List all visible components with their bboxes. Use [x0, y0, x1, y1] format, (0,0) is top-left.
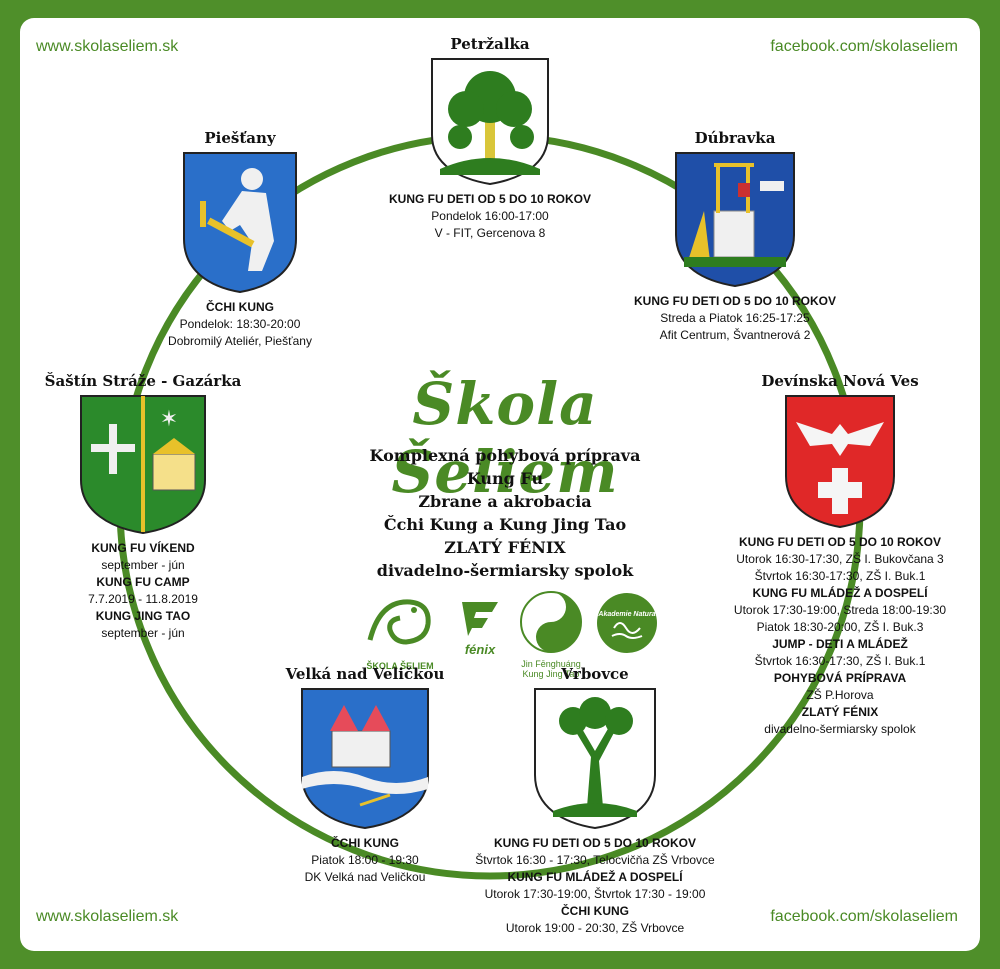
- website-link-top[interactable]: www.skolaseliem.sk: [36, 38, 179, 55]
- schedule-line: JUMP - DETI A MLÁDEŽ: [772, 637, 908, 651]
- schedule-line: Dobromilý Ateliér, Piešťany: [168, 334, 312, 348]
- sastin-coat-of-arms: ✶: [80, 395, 206, 534]
- schedule-line: Piatok 18:30-20:00, ZŠ I. Buk.3: [756, 620, 924, 634]
- facebook-link-top[interactable]: facebook.com/skolaseliem: [770, 38, 958, 55]
- schedule-line: ČCHI KUNG: [206, 300, 274, 314]
- schedule-line: Štvrtok 16:30 - 17:30, Telocvičňa ZŠ Vrb…: [475, 853, 715, 867]
- city-title: Devínska Nová Ves: [761, 372, 919, 390]
- schedule-line: V - FIT, Gercenova 8: [434, 226, 546, 240]
- tagline-line: Kung Fu: [466, 469, 544, 488]
- city-title: Petržalka: [450, 35, 530, 53]
- skola-seliem-logo: ŠKOLA ŠELIEM: [355, 590, 445, 671]
- schedule-line: september - jún: [101, 558, 185, 572]
- website-link-bottom[interactable]: www.skolaseliem.sk: [36, 908, 179, 925]
- fenix-icon: [462, 602, 498, 636]
- akademie-natura-logo: Akademie Natura: [593, 592, 661, 659]
- city-petrzalka: Petržalka KUNG FU DETI OD 5 DO 10 ROKOV …: [365, 36, 615, 242]
- svg-text:✶: ✶: [160, 406, 178, 431]
- schedule-line: ČCHI KUNG: [331, 836, 399, 850]
- schedule-line: Piatok 18:00 - 19:30: [311, 853, 419, 867]
- schedule-line: Utorok 17:30-19:00, Štvrtok 17:30 - 19:0…: [484, 887, 706, 901]
- velka-coat-of-arms: [301, 688, 429, 829]
- schedule-line: Utorok 16:30-17:30, ZŠ I. Bukovčana 3: [736, 552, 944, 566]
- logo-label: ŠKOLA ŠELIEM: [366, 661, 434, 671]
- fenix-logo: fénix: [450, 596, 510, 657]
- tagline-line: divadelno-šermiarsky spolok: [376, 561, 634, 580]
- logo-label: Jin Fēnghuáng: [521, 659, 581, 669]
- schedule-line: divadelno-šermiarsky spolok: [764, 722, 916, 736]
- city-vrbovce: Vrbovce KUNG FU DETI OD 5 DO 10 ROKOV Št…: [450, 666, 740, 937]
- schedule-line: ČCHI KUNG: [561, 904, 629, 918]
- logo-label: Akademie Natura: [598, 611, 656, 618]
- schedule-line: Afit Centrum, Švantnerová 2: [659, 328, 811, 342]
- akademie-natura-icon: [597, 593, 657, 653]
- city-title: Piešťany: [204, 129, 276, 147]
- tagline-line: ZLATÝ FÉNIX: [444, 538, 566, 557]
- city-devinska: Devínska Nová Ves KUNG FU DETI OD 5 DO 1…: [720, 373, 960, 738]
- schedule-line: Utorok 19:00 - 20:30, ZŠ Vrbovce: [505, 921, 685, 935]
- piestany-coat-of-arms: [183, 152, 297, 293]
- tagline-line: Čchi Kung a Kung Jing Tao: [383, 515, 627, 534]
- schedule-line: KUNG FU DETI OD 5 DO 10 ROKOV: [633, 294, 837, 308]
- city-piestany: Piešťany ČCHI KUNG Pondelok: 18:30-20:00…: [140, 130, 340, 350]
- schedule-line: POHYBOVÁ PRÍPRAVA: [773, 671, 907, 685]
- schedule-line: KUNG FU CAMP: [96, 575, 190, 589]
- schedule-line: Pondelok: 18:30-20:00: [179, 317, 301, 331]
- schedule-line: KUNG FU MLÁDEŽ A DOSPELÍ: [752, 586, 928, 600]
- jin-fenghuang-logo: Jin Fēnghuáng Kung Jing Tao: [513, 590, 589, 679]
- city-title: Dúbravka: [694, 129, 776, 147]
- city-sastin: Šaštín Stráže - Gazárka ✶ KUNG FU VÍKEND…: [28, 373, 258, 642]
- logo-label: Kung Jing Tao: [522, 669, 580, 679]
- facebook-link-bottom[interactable]: facebook.com/skolaseliem: [770, 908, 958, 925]
- petrzalka-coat-of-arms: [431, 58, 549, 185]
- devinska-coat-of-arms: [785, 395, 895, 528]
- schedule-line: Utorok 17:30-19:00, Streda 18:00-19:30: [733, 603, 947, 617]
- dragon-icon: [367, 599, 431, 645]
- schedule-line: KUNG JING TAO: [95, 609, 191, 623]
- city-velka: Velká nad Veličkou ČCHI KUNG Piatok 18:0…: [270, 666, 460, 886]
- schedule-line: KUNG FU DETI OD 5 DO 10 ROKOV: [493, 836, 697, 850]
- schedule-line: Štvrtok 16:30-17:30, ZŠ I. Buk.1: [754, 654, 926, 668]
- schedule-line: Štvrtok 16:30-17:30, ZŠ I. Buk.1: [754, 569, 926, 583]
- schedule-line: 7.7.2019 - 11.8.2019: [88, 592, 198, 606]
- schedule-line: DK Velká nad Veličkou: [304, 870, 426, 884]
- yin-yang-icon: [520, 591, 582, 653]
- schedule-line: KUNG FU DETI OD 5 DO 10 ROKOV: [738, 535, 942, 549]
- city-title: Velká nad Veličkou: [285, 665, 445, 683]
- brand-title: Škola Šeliem: [391, 370, 619, 506]
- city-title: Vrbovce: [561, 665, 629, 683]
- city-title: Šaštín Stráže - Gazárka: [44, 372, 242, 390]
- tagline-line: Komplexná pohybová príprava: [369, 446, 641, 465]
- schedule-line: KUNG FU MLÁDEŽ A DOSPELÍ: [507, 870, 683, 884]
- schedule-line: ZLATÝ FÉNIX: [801, 705, 879, 719]
- schedule-line: Streda a Piatok 16:25-17:25: [660, 311, 810, 325]
- poster-canvas: www.skolaseliem.sk facebook.com/skolasel…: [20, 18, 980, 951]
- dubravka-coat-of-arms: [675, 152, 795, 287]
- schedule-line: Pondelok 16:00-17:00: [431, 209, 549, 223]
- tagline-line: Zbrane a akrobacia: [418, 492, 592, 511]
- schedule-line: KUNG FU VÍKEND: [91, 541, 195, 555]
- brand-tagline: Komplexná pohybová príprava Kung Fu Zbra…: [320, 444, 690, 582]
- city-dubravka: Dúbravka KUNG FU DETI OD 5 DO 10 ROKOV S…: [610, 130, 860, 344]
- schedule-line: ZŠ P.Horova: [806, 688, 874, 702]
- schedule-line: september - jún: [101, 626, 185, 640]
- partner-logos: ŠKOLA ŠELIEM fénix Jin Fēnghuáng Kung Ji…: [355, 590, 665, 680]
- logo-label: fénix: [464, 642, 496, 657]
- schedule-line: KUNG FU DETI OD 5 DO 10 ROKOV: [388, 192, 592, 206]
- vrbovce-coat-of-arms: [534, 688, 656, 829]
